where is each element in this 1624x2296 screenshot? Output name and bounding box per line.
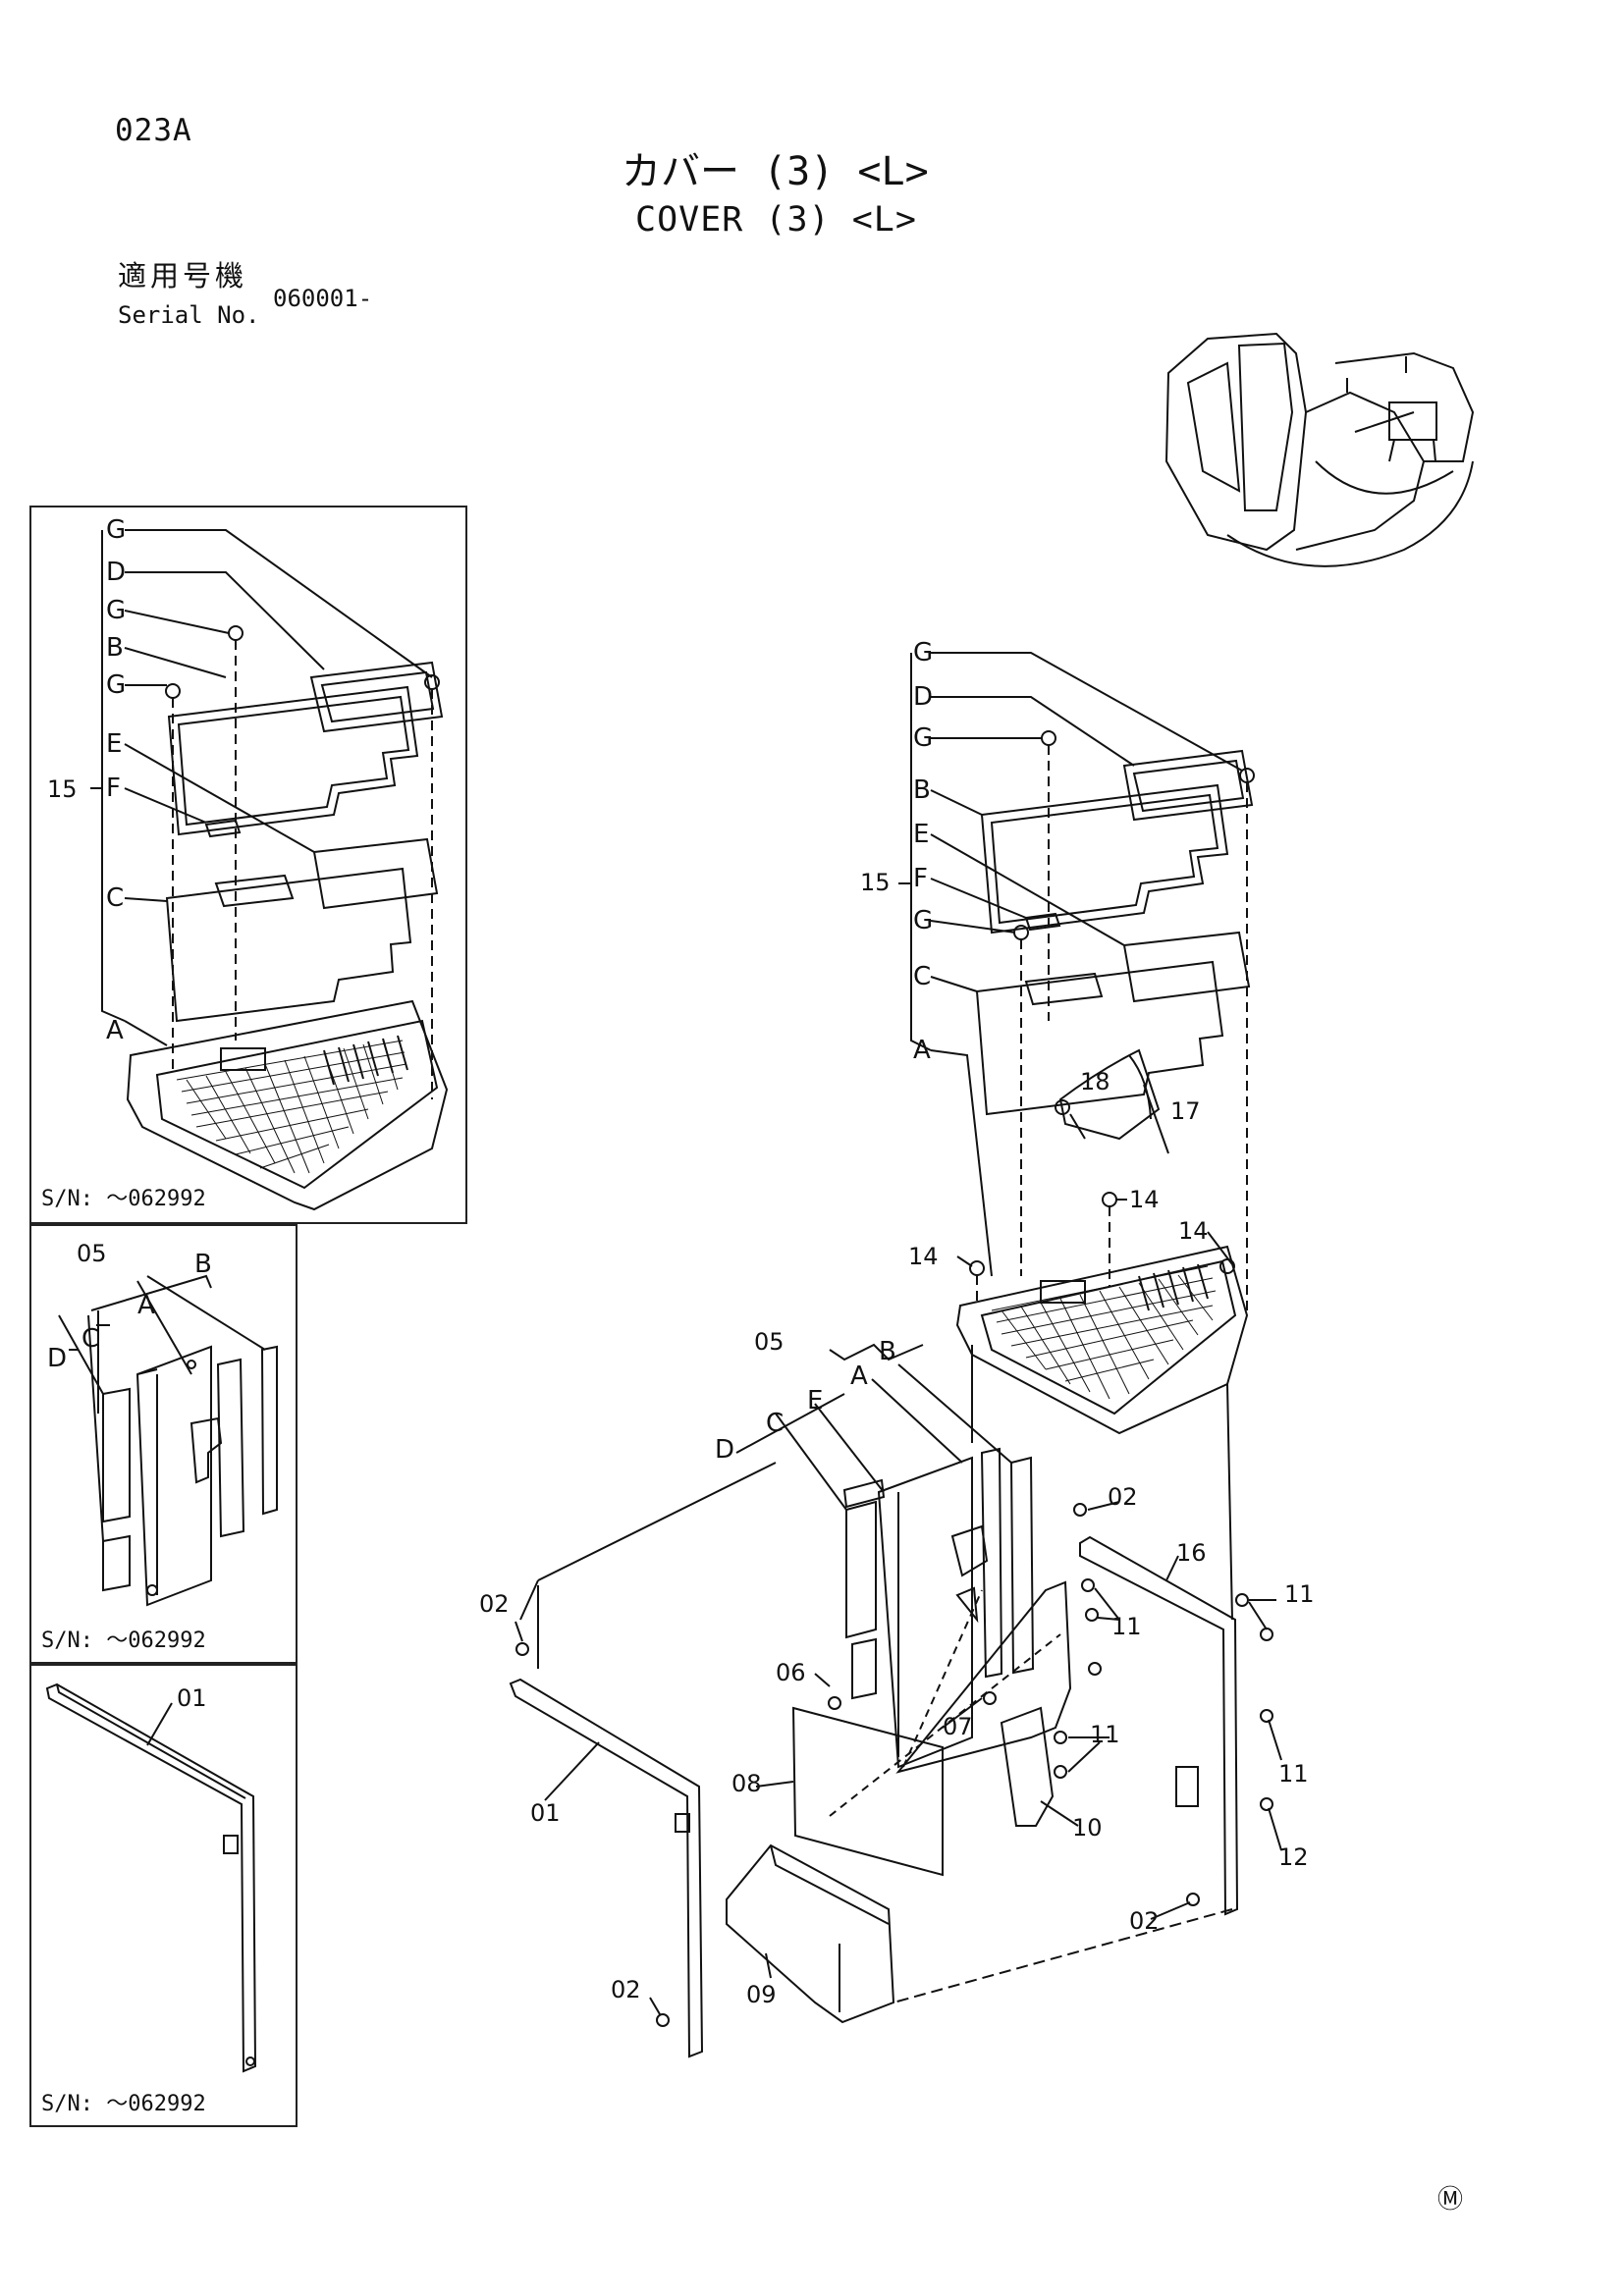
- label-G: G: [106, 596, 126, 625]
- label-G: G: [106, 670, 126, 700]
- serial-label-japanese: 適用号機: [118, 259, 248, 293]
- label-18: 18: [1080, 1068, 1110, 1095]
- panel1-labels: G D G B G E F C A 15: [47, 515, 126, 1045]
- label-A: A: [913, 1036, 931, 1065]
- panel3-labels: 01: [177, 1684, 207, 1712]
- label-02: 02: [1129, 1907, 1160, 1935]
- label-F: F: [106, 774, 121, 803]
- label-02: 02: [611, 1976, 641, 2003]
- inset-panel-frame: S/N: ～062992: [29, 1664, 298, 2127]
- panel1-exploded-plate: [90, 529, 449, 1211]
- label-D: D: [913, 682, 933, 712]
- label-D: D: [47, 1344, 67, 1373]
- label-15: 15: [860, 869, 891, 896]
- label-G: G: [913, 906, 933, 935]
- label-02: 02: [479, 1590, 510, 1618]
- label-G: G: [913, 638, 933, 667]
- panel-serial-note: S/N: ～062992: [41, 1629, 206, 1653]
- inset-panel-bracket-assembly: S/N: ～062992: [29, 1224, 298, 1664]
- page-title-japanese: カバー (3) <L>: [622, 149, 929, 194]
- label-C: C: [766, 1409, 784, 1438]
- label-A: A: [106, 1016, 124, 1045]
- label-B: B: [913, 775, 931, 805]
- inset-panel-cover-plate: S/N: ～062992: [29, 506, 467, 1224]
- page-code: 023A: [115, 113, 192, 148]
- label-06: 06: [776, 1659, 806, 1686]
- main-exploded-assembly: [509, 652, 1282, 2058]
- label-E: E: [106, 729, 122, 759]
- label-B: B: [194, 1250, 212, 1279]
- excavator-thumbnail: [1164, 332, 1475, 567]
- label-01: 01: [530, 1799, 561, 1827]
- label-14: 14: [1178, 1217, 1209, 1245]
- label-15: 15: [47, 775, 78, 803]
- label-05: 05: [77, 1240, 107, 1267]
- label-B: B: [106, 633, 124, 663]
- maker-mark: Ⓜ: [1437, 2185, 1464, 2215]
- label-10: 10: [1072, 1814, 1103, 1842]
- panel-serial-note: S/N: ～062992: [41, 2092, 206, 2116]
- label-11: 11: [1284, 1580, 1315, 1608]
- label-G: G: [106, 515, 126, 545]
- panel2-bracket: [58, 1274, 278, 1607]
- label-11: 11: [1111, 1613, 1142, 1640]
- label-C: C: [81, 1324, 99, 1354]
- main-labels: G D G B E F G C A 15 18 17 14 14 14 05 B…: [479, 638, 1315, 2008]
- label-11: 11: [1278, 1760, 1309, 1788]
- panel-serial-note: S/N: ～062992: [41, 1187, 206, 1211]
- label-09: 09: [746, 1981, 777, 2008]
- label-16: 16: [1176, 1539, 1207, 1567]
- label-F: F: [913, 864, 928, 893]
- serial-label-english: Serial No.: [118, 301, 260, 329]
- label-D: D: [715, 1435, 734, 1465]
- label-C: C: [106, 883, 124, 913]
- label-08: 08: [731, 1770, 762, 1797]
- label-17: 17: [1170, 1097, 1201, 1125]
- label-A: A: [850, 1362, 868, 1391]
- label-01: 01: [177, 1684, 207, 1712]
- label-E: E: [807, 1386, 823, 1415]
- label-A: A: [137, 1291, 155, 1320]
- panel3-frame: [45, 1682, 257, 2073]
- label-11: 11: [1090, 1721, 1120, 1748]
- panel2-labels: 05 B A C D: [47, 1240, 212, 1373]
- label-C: C: [913, 962, 931, 991]
- label-07: 07: [943, 1713, 973, 1740]
- label-D: D: [106, 558, 126, 587]
- label-G: G: [913, 723, 933, 753]
- label-02: 02: [1108, 1483, 1138, 1511]
- page-title-english: COVER (3) <L>: [635, 200, 917, 240]
- label-B: B: [879, 1337, 896, 1366]
- label-E: E: [913, 820, 929, 849]
- label-14: 14: [1129, 1186, 1160, 1213]
- serial-number-range: 060001-: [273, 285, 373, 312]
- label-05: 05: [754, 1328, 785, 1356]
- label-12: 12: [1278, 1843, 1309, 1871]
- label-14: 14: [908, 1243, 939, 1270]
